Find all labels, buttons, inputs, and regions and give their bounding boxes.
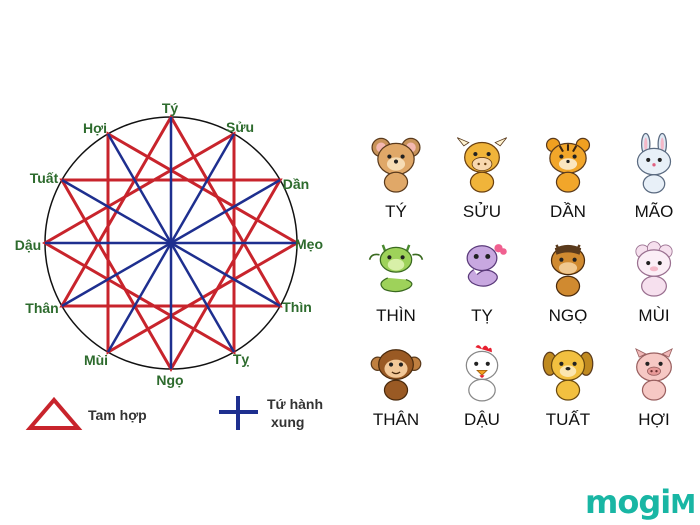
animal-card-dog: TUẤT bbox=[528, 336, 608, 430]
tiger-icon bbox=[545, 137, 591, 193]
animal-card-monkey: THÂN bbox=[356, 336, 436, 430]
rabbit-icon bbox=[636, 132, 672, 194]
animal-card-rat: TÝ bbox=[356, 128, 436, 222]
tu-hanh-xung-crosses bbox=[45, 117, 297, 369]
horse-icon bbox=[550, 244, 586, 297]
legend-tam-hop: Tam hợp bbox=[88, 407, 147, 423]
animal-name: TUẤT bbox=[545, 410, 591, 429]
animal-card-tiger: DẦN bbox=[528, 128, 608, 222]
pig-icon bbox=[635, 348, 673, 401]
animal-card-goat: MÙI bbox=[614, 232, 694, 326]
dog-icon bbox=[542, 349, 594, 401]
label-than: Thân bbox=[25, 300, 58, 316]
label-ngo: Ngọ bbox=[156, 372, 183, 388]
animal-name: MÙI bbox=[638, 306, 670, 325]
legend-tu-hanh-line2: xung bbox=[271, 414, 304, 430]
animal-name: TÝ bbox=[385, 202, 407, 221]
legend-tu-hanh-line1: Tứ hành bbox=[267, 396, 323, 412]
animal-name: DẬU bbox=[464, 410, 500, 429]
label-tuat: Tuất bbox=[30, 170, 59, 186]
animal-name: SỬU bbox=[462, 202, 502, 221]
label-ty: Tý bbox=[162, 100, 179, 116]
animal-card-snake: TỴ bbox=[442, 232, 522, 326]
label-dan: Dần bbox=[283, 176, 309, 192]
mogi-logo: mogiM bbox=[585, 483, 696, 521]
animal-name: MÃO bbox=[634, 202, 674, 221]
monkey-icon bbox=[370, 349, 422, 401]
animal-card-ox: SỬU bbox=[442, 128, 522, 222]
animal-name: HỢI bbox=[638, 410, 670, 429]
goat-icon bbox=[635, 241, 673, 297]
animal-name: NGỌ bbox=[548, 306, 588, 325]
snake-icon bbox=[466, 244, 507, 287]
animal-card-rabbit: MÃO bbox=[614, 128, 694, 222]
label-mui: Mùi bbox=[84, 352, 108, 368]
animal-name: DẦN bbox=[550, 202, 586, 221]
zodiac-wheel-diagram: Tý Sửu Dần Mẹo Thìn Tỵ Ngọ Mùi Thân Dậu … bbox=[15, 100, 323, 430]
label-suu: Sửu bbox=[226, 119, 254, 135]
animal-name: THÂN bbox=[372, 410, 420, 429]
rooster-icon bbox=[465, 345, 499, 402]
label-meo: Mẹo bbox=[295, 236, 323, 252]
ox-icon bbox=[456, 137, 508, 193]
animal-card-pig: HỢI bbox=[614, 336, 694, 430]
label-dau: Dậu bbox=[15, 237, 41, 253]
tu-hanh-xung-line-6 bbox=[106, 133, 236, 353]
animal-name: TỴ bbox=[471, 306, 493, 325]
animal-name: THÌN bbox=[376, 306, 416, 325]
animal-card-horse: NGỌ bbox=[528, 232, 608, 326]
animal-card-dragon: THÌN bbox=[356, 232, 436, 326]
dragon-icon bbox=[368, 244, 424, 293]
label-hoi: Hợi bbox=[83, 120, 107, 136]
label-ty-snake: Tỵ bbox=[233, 351, 250, 367]
tam-hop-legend-icon bbox=[25, 396, 83, 430]
label-thin: Thìn bbox=[282, 299, 312, 315]
rat-icon bbox=[371, 137, 421, 193]
animal-card-rooster: DẬU bbox=[442, 336, 522, 430]
